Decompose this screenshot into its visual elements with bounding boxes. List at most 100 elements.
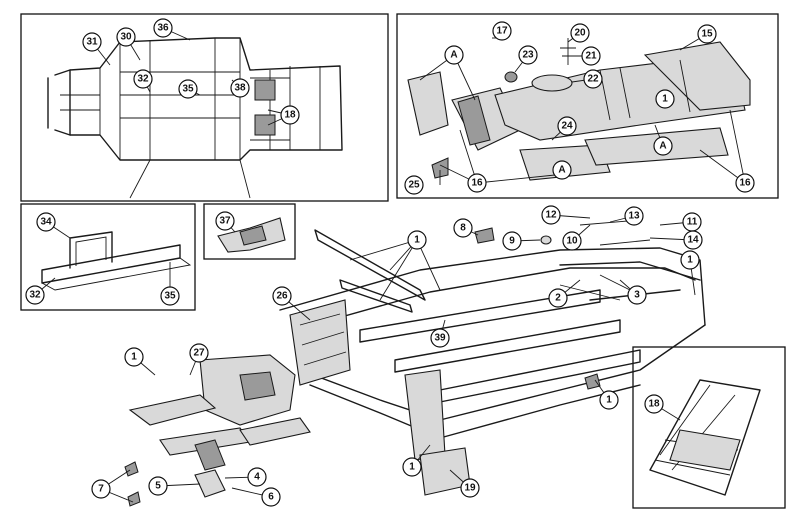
callout-38: 38 — [230, 78, 250, 98]
svg-text:18: 18 — [648, 399, 660, 410]
callout-20: 20 — [570, 23, 590, 43]
inset-frame-plan — [20, 13, 389, 202]
seat-support-detail — [649, 379, 761, 496]
svg-text:4: 4 — [254, 472, 260, 483]
inset-seat-support — [632, 346, 786, 509]
svg-text:18: 18 — [284, 110, 296, 121]
callout-a-3: A — [552, 160, 572, 180]
callout-1-right: 1 — [680, 250, 700, 270]
callout-a-1: A — [444, 45, 464, 65]
svg-text:32: 32 — [29, 290, 41, 301]
svg-text:21: 21 — [585, 51, 597, 62]
callout-17: 17 — [492, 21, 512, 41]
callout-23: 23 — [518, 45, 538, 65]
callout-8: 8 — [453, 218, 473, 238]
svg-text:15: 15 — [701, 29, 713, 40]
svg-text:22: 22 — [587, 74, 599, 85]
callout-24: 24 — [557, 116, 577, 136]
svg-text:13: 13 — [628, 211, 640, 222]
callout-26: 26 — [272, 286, 292, 306]
callout-9: 9 — [502, 231, 522, 251]
svg-text:1: 1 — [606, 395, 612, 406]
svg-text:35: 35 — [164, 291, 176, 302]
callout-30: 30 — [116, 27, 136, 47]
callout-21: 21 — [581, 46, 601, 66]
callout-1-top: 1 — [407, 230, 427, 250]
callout-19: 19 — [460, 478, 480, 498]
callout-35-detail: 35 — [160, 286, 180, 306]
callout-12: 12 — [541, 205, 561, 225]
svg-text:8: 8 — [460, 223, 466, 234]
svg-text:1: 1 — [687, 255, 693, 266]
svg-text:32: 32 — [137, 74, 149, 85]
svg-text:31: 31 — [86, 37, 98, 48]
svg-text:20: 20 — [574, 28, 586, 39]
callout-22: 22 — [583, 69, 603, 89]
svg-text:1: 1 — [414, 235, 420, 246]
svg-text:38: 38 — [234, 83, 246, 94]
callout-14: 14 — [683, 230, 703, 250]
callout-13: 13 — [624, 206, 644, 226]
callout-36: 36 — [153, 18, 173, 38]
svg-text:27: 27 — [193, 348, 205, 359]
callout-34: 34 — [36, 212, 56, 232]
svg-text:3: 3 — [634, 290, 640, 301]
inset-bracket-detail — [203, 203, 296, 260]
callout-6: 6 — [261, 487, 281, 507]
callout-16-b: 16 — [735, 173, 755, 193]
bracket-detail — [217, 217, 286, 253]
svg-text:1: 1 — [662, 94, 668, 105]
crossmember-detail — [41, 231, 192, 291]
callout-1-bottom: 1 — [402, 457, 422, 477]
callout-4: 4 — [247, 467, 267, 487]
callout-18-detail: 18 — [644, 394, 664, 414]
svg-text:16: 16 — [471, 178, 483, 189]
callout-5: 5 — [148, 476, 168, 496]
svg-text:5: 5 — [155, 481, 161, 492]
svg-text:9: 9 — [509, 236, 515, 247]
svg-text:19: 19 — [464, 483, 476, 494]
svg-text:36: 36 — [157, 23, 169, 34]
svg-text:10: 10 — [566, 236, 578, 247]
callout-16-a: 16 — [467, 173, 487, 193]
callout-15: 15 — [697, 24, 717, 44]
svg-text:17: 17 — [496, 26, 508, 37]
callout-1-left: 1 — [124, 347, 144, 367]
callout-18-plan: 18 — [280, 105, 300, 125]
main-chassis — [124, 219, 706, 507]
svg-text:A: A — [450, 50, 457, 61]
svg-text:7: 7 — [98, 484, 104, 495]
svg-text:2: 2 — [555, 293, 561, 304]
callout-39: 39 — [430, 328, 450, 348]
svg-text:25: 25 — [408, 180, 420, 191]
svg-text:A: A — [558, 165, 565, 176]
callout-3: 3 — [627, 285, 647, 305]
svg-text:23: 23 — [522, 50, 534, 61]
callout-32-plan: 32 — [133, 69, 153, 89]
callout-7: 7 — [91, 479, 111, 499]
callout-1-bottom-right: 1 — [599, 390, 619, 410]
callout-11: 11 — [682, 212, 702, 232]
callout-37: 37 — [215, 211, 235, 231]
svg-text:16: 16 — [739, 178, 751, 189]
svg-text:12: 12 — [545, 210, 557, 221]
svg-text:14: 14 — [687, 235, 699, 246]
callout-27: 27 — [189, 343, 209, 363]
callout-25: 25 — [404, 175, 424, 195]
svg-text:1: 1 — [131, 352, 137, 363]
svg-text:34: 34 — [40, 217, 52, 228]
svg-text:A: A — [659, 141, 666, 152]
svg-text:24: 24 — [561, 121, 573, 132]
callout-35-plan: 35 — [178, 79, 198, 99]
callout-31: 31 — [82, 32, 102, 52]
inset-floor-panels — [396, 13, 779, 199]
svg-text:26: 26 — [276, 291, 288, 302]
callout-10: 10 — [562, 231, 582, 251]
svg-text:1: 1 — [409, 462, 415, 473]
callout-32-detail: 32 — [25, 285, 45, 305]
svg-text:39: 39 — [434, 333, 446, 344]
inset-crossmember-detail — [20, 203, 196, 311]
svg-text:6: 6 — [268, 492, 274, 503]
svg-text:30: 30 — [120, 32, 132, 43]
